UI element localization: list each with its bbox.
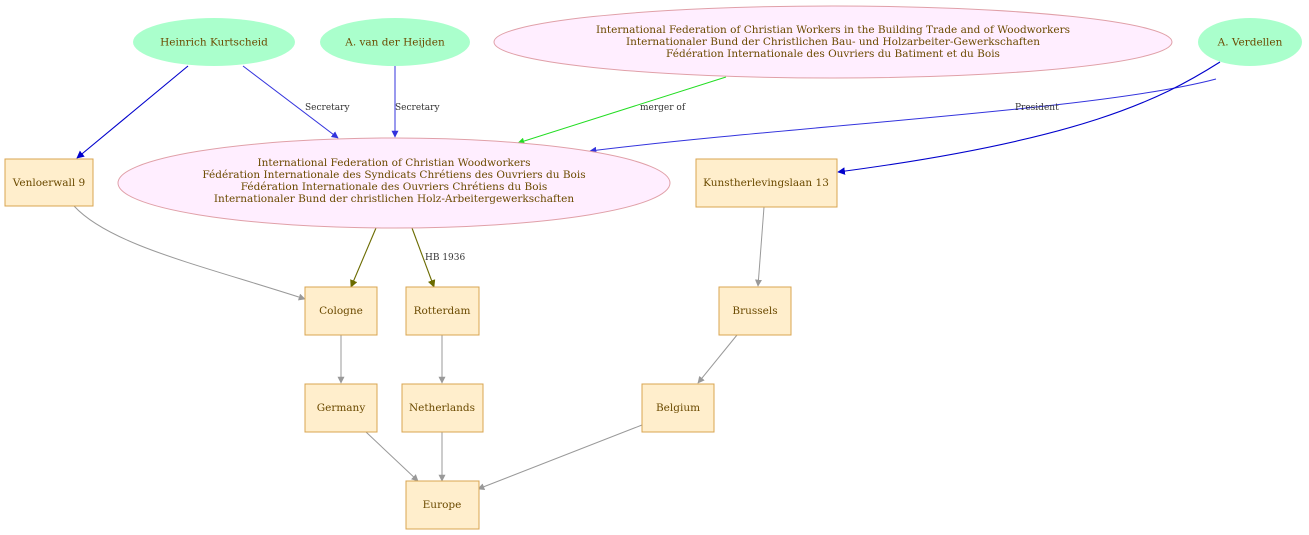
edge-merger	[517, 76, 727, 145]
org-woodworkers-line-2: Fédération Internationale des Syndicats …	[202, 169, 585, 181]
edge-verdellen-kunstherlevingslaan	[837, 61, 1221, 175]
place-node-netherlands[interactable]: Netherlands	[401, 383, 484, 433]
org-woodworkers-line-1: International Federation of Christian Wo…	[258, 157, 531, 169]
place-node-belgium[interactable]: Belgium	[641, 383, 715, 433]
place-node-europe[interactable]: Europe	[405, 480, 480, 530]
org-node-building-woodworkers[interactable]: International Federation of Christian Wo…	[493, 5, 1173, 79]
edge-kunstherlevingslaan-brussels	[754, 206, 765, 287]
place-label-netherlands: Netherlands	[409, 402, 475, 414]
edge-venloerwall-cologne	[73, 205, 306, 301]
edge-verdellen-woodworkers	[589, 78, 1217, 154]
org-building-line-1: International Federation of Christian Wo…	[596, 24, 1070, 36]
place-label-germany: Germany	[317, 402, 366, 414]
edge-kurtscheid-venloerwall	[76, 65, 189, 159]
edge-woodworkers-rotterdam	[411, 227, 436, 288]
place-label-belgium: Belgium	[656, 402, 700, 414]
person-node-vanderheijden[interactable]: A. van der Heijden	[320, 18, 470, 66]
org-building-line-3: Fédération Internationale des Ouvriers d…	[666, 48, 1000, 60]
person-node-kurtscheid[interactable]: Heinrich Kurtscheid	[133, 18, 295, 66]
org-node-christian-woodworkers[interactable]: International Federation of Christian Wo…	[117, 137, 671, 229]
edge-label-merger: merger of	[640, 103, 686, 113]
org-woodworkers-line-4: Internationaler Bund der christlichen Ho…	[214, 193, 575, 205]
edge-belgium-europe	[477, 424, 643, 490]
edge-germany-europe	[365, 431, 419, 482]
place-node-germany[interactable]: Germany	[304, 383, 378, 433]
place-label-venloerwall: Venloerwall 9	[12, 177, 86, 189]
place-node-venloerwall[interactable]: Venloerwall 9	[4, 158, 94, 207]
edge-label-vanderheijden-secretary: Secretary	[395, 103, 440, 113]
place-label-europe: Europe	[423, 499, 462, 511]
person-label-verdellen: A. Verdellen	[1217, 37, 1283, 49]
place-node-rotterdam[interactable]: Rotterdam	[405, 286, 480, 336]
person-label-kurtscheid: Heinrich Kurtscheid	[160, 37, 268, 49]
place-label-brussels: Brussels	[732, 305, 777, 317]
edge-label-kurtscheid-secretary: Secretary	[305, 103, 350, 113]
person-node-verdellen[interactable]: A. Verdellen	[1198, 18, 1302, 66]
place-node-cologne[interactable]: Cologne	[304, 286, 378, 336]
edge-brussels-belgium	[697, 334, 738, 384]
org-building-line-2: Internationaler Bund der Christlichen Ba…	[626, 36, 1040, 48]
org-woodworkers-line-3: Fédération Internationale des Ouvriers C…	[241, 181, 548, 193]
place-label-rotterdam: Rotterdam	[414, 305, 471, 317]
edge-kurtscheid-woodworkers	[242, 65, 339, 139]
place-label-cologne: Cologne	[319, 305, 363, 317]
person-label-vanderheijden: A. van der Heijden	[344, 37, 445, 49]
place-node-kunstherlevingslaan[interactable]: Kunstherlevingslaan 13	[695, 158, 838, 208]
place-node-brussels[interactable]: Brussels	[718, 286, 792, 336]
place-label-kunstherlevingslaan: Kunstherlevingslaan 13	[703, 177, 829, 189]
edge-woodworkers-cologne	[350, 227, 377, 288]
edge-label-hb: HB 1936	[425, 253, 466, 263]
edge-label-president: President	[1015, 103, 1059, 113]
